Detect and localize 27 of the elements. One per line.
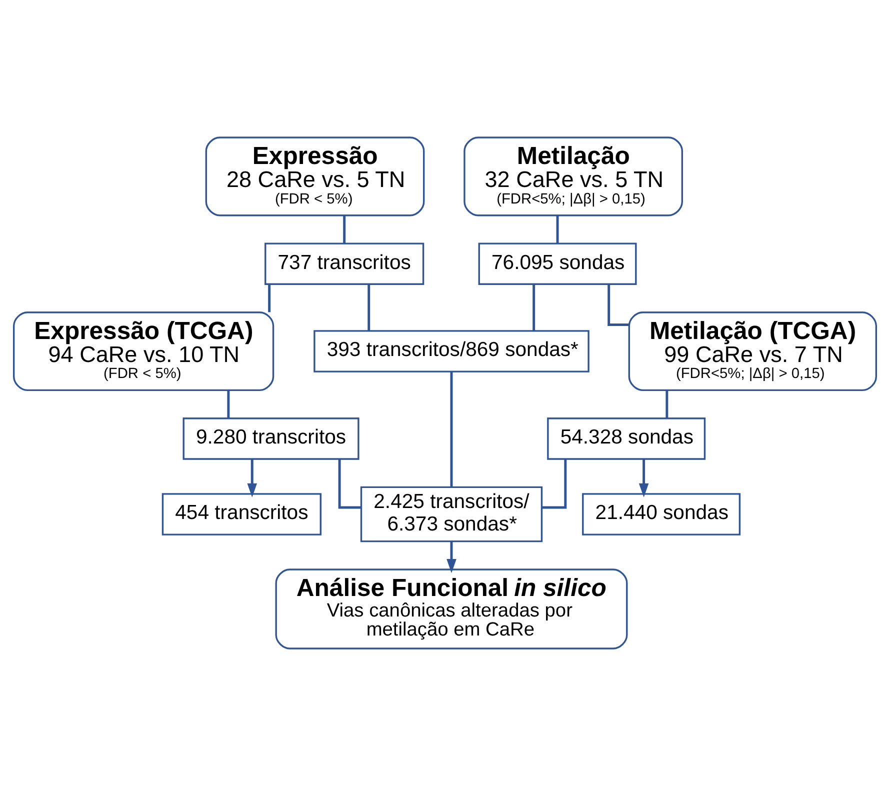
node-box: Expressão 28 CaRe vs. 5 TN (FDR < 5%) bbox=[204, 136, 424, 216]
node-box: 54.328 sondas bbox=[546, 418, 706, 460]
node-box: 454 transcritos bbox=[161, 493, 321, 536]
node-box: Metilação 32 CaRe vs. 5 TN (FDR<5%; |Δβ| > 0,15) bbox=[463, 136, 682, 216]
connector bbox=[556, 216, 558, 244]
node-box: 21.440 sondas bbox=[582, 493, 740, 536]
connector bbox=[226, 390, 230, 418]
connector bbox=[532, 284, 535, 331]
node-box: 2.425 transcritos/ 6.373 sondas* bbox=[360, 486, 542, 542]
node-box: 9.280 transcritos bbox=[182, 418, 359, 460]
node-box: Metilação (TCGA) 99 CaRe vs. 7 TN (FDR<5%; |Δβ| > 0,15) bbox=[628, 312, 877, 392]
arrow bbox=[246, 459, 257, 498]
arrow bbox=[638, 459, 648, 498]
node-box: 737 transcritos bbox=[264, 242, 424, 285]
node-box: Expressão (TCGA) 94 CaRe vs. 10 TN (FDR < 5%) bbox=[12, 312, 274, 392]
connector bbox=[338, 459, 361, 509]
connector bbox=[541, 459, 566, 509]
connector bbox=[450, 372, 452, 488]
connector bbox=[367, 284, 370, 331]
connector bbox=[665, 390, 668, 418]
connector bbox=[268, 284, 270, 312]
connector bbox=[342, 216, 346, 244]
connector bbox=[607, 284, 629, 326]
arrow bbox=[446, 542, 456, 574]
node-box: 393 transcritos/869 sondas* bbox=[313, 330, 589, 372]
node-box: 76.095 sondas bbox=[478, 242, 636, 285]
node-box: Análise Funcional in silico Vias canônicas alteradas por metilação em CaRe bbox=[274, 568, 628, 650]
